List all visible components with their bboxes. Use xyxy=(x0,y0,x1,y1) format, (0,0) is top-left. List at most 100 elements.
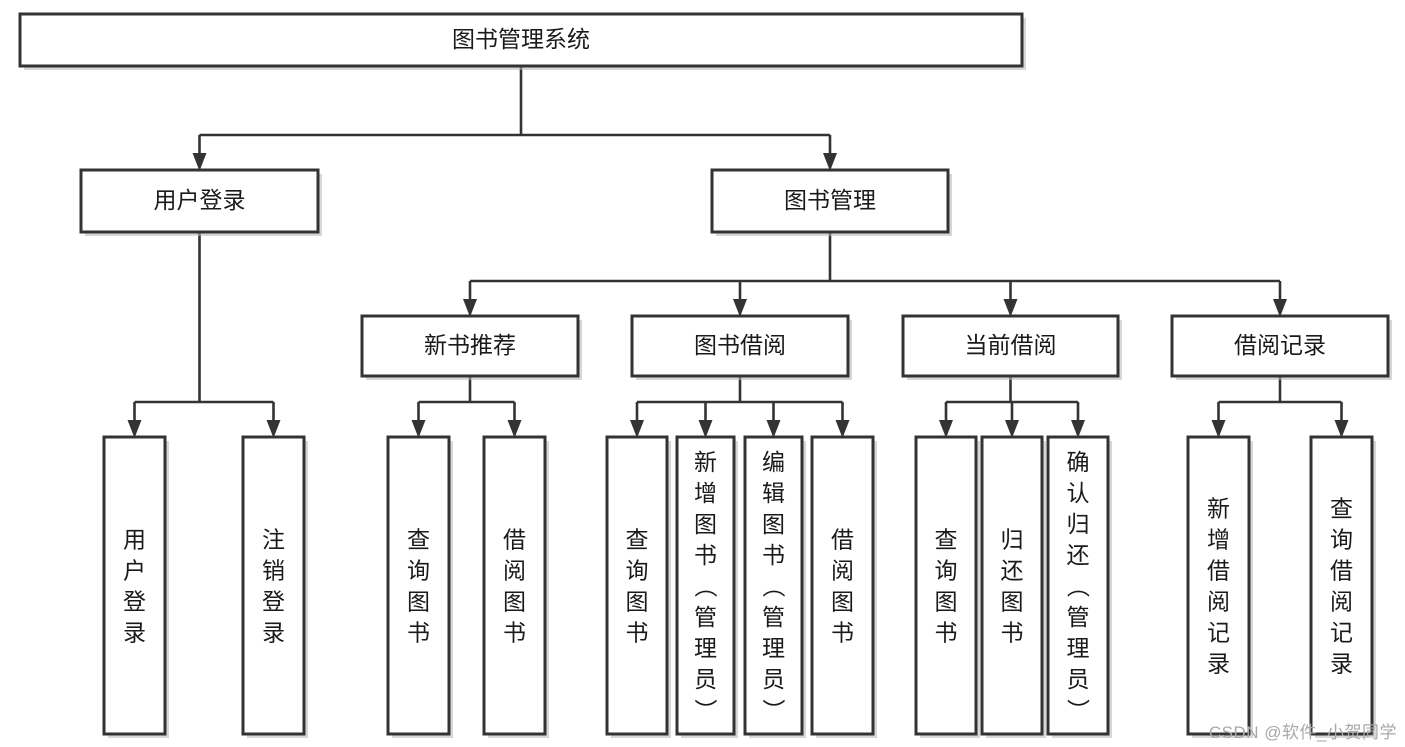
node-newbook[interactable]: 新书推荐 xyxy=(360,314,582,380)
arrow-head-icon xyxy=(1273,299,1287,317)
node-label-char: 书 xyxy=(762,542,785,568)
node-box[interactable] xyxy=(241,435,306,736)
node-leaf-user-login[interactable]: 用户登录 xyxy=(102,435,169,738)
node-box[interactable] xyxy=(79,168,320,234)
node-label-char: 书 xyxy=(831,620,854,646)
node-label-char: 询 xyxy=(935,558,958,584)
arrow-head-icon xyxy=(266,420,281,438)
node-label-char: 图 xyxy=(1001,589,1024,615)
node-label-char: 询 xyxy=(1330,527,1353,553)
node-box[interactable] xyxy=(1046,435,1110,736)
node-label-char: 管 xyxy=(762,604,785,630)
node-label: 借阅记录 xyxy=(1234,332,1326,358)
node-box[interactable] xyxy=(1309,435,1374,736)
node-label-char: 登 xyxy=(123,589,146,615)
node-borrow[interactable]: 图书借阅 xyxy=(630,314,852,380)
node-label-char: （ xyxy=(761,575,787,598)
node-label-char: 录 xyxy=(1207,651,1230,677)
node-label: 用户登录 xyxy=(154,187,246,213)
node-label-char: 图 xyxy=(407,589,430,615)
node-bookmgmt[interactable]: 图书管理 xyxy=(710,168,952,236)
node-root[interactable]: 图书管理系统 xyxy=(18,12,1026,70)
arrow-head-icon xyxy=(823,153,837,171)
node-label-char: 书 xyxy=(503,620,526,646)
node-box[interactable] xyxy=(605,435,669,736)
node-box[interactable] xyxy=(810,435,875,736)
node-box[interactable] xyxy=(1186,435,1251,736)
arrow-head-icon xyxy=(1005,420,1019,438)
node-label-char: 阅 xyxy=(831,558,854,584)
arrow-head-icon xyxy=(630,420,644,438)
node-login[interactable]: 用户登录 xyxy=(79,168,322,236)
arrow-head-icon xyxy=(1071,420,1085,438)
arrow-head-icon xyxy=(1211,420,1226,438)
node-label-char: 阅 xyxy=(1330,589,1353,615)
node-current[interactable]: 当前借阅 xyxy=(901,314,1122,380)
node-label-char: 归 xyxy=(1067,511,1090,537)
node-label-char: 认 xyxy=(1067,480,1090,506)
node-label-char: 书 xyxy=(935,620,958,646)
arrow-head-icon xyxy=(411,420,426,438)
node-label-char: 图 xyxy=(626,589,649,615)
node-box[interactable] xyxy=(675,435,736,736)
node-label-char: 员 xyxy=(1067,666,1090,692)
node-records[interactable]: 借阅记录 xyxy=(1170,314,1392,380)
node-box[interactable] xyxy=(914,435,978,736)
node-label-char: （ xyxy=(693,575,719,598)
node-box[interactable] xyxy=(630,314,850,378)
node-label-char: 查 xyxy=(626,527,649,553)
node-box[interactable] xyxy=(1170,314,1390,378)
node-label-char: 录 xyxy=(262,620,285,646)
node-layer: 图书管理系统用户登录图书管理新书推荐图书借阅当前借阅借阅记录用户登录注销登录查询… xyxy=(18,12,1392,738)
node-label-char: 借 xyxy=(831,527,854,553)
arrow-head-icon xyxy=(192,153,207,171)
node-label-char: 查 xyxy=(1330,496,1353,522)
node-box[interactable] xyxy=(980,435,1044,736)
node-label-char: 理 xyxy=(762,635,785,661)
node-label-char: 询 xyxy=(407,558,430,584)
connector-group xyxy=(1211,376,1349,438)
node-box[interactable] xyxy=(743,435,804,736)
node-box[interactable] xyxy=(901,314,1120,378)
node-box[interactable] xyxy=(102,435,167,736)
connector-group xyxy=(192,66,837,171)
node-label-char: 员 xyxy=(762,666,785,692)
arrow-head-icon xyxy=(766,420,781,438)
node-label-char: 借 xyxy=(1330,558,1353,584)
node-box[interactable] xyxy=(710,168,950,234)
node-box[interactable] xyxy=(360,314,580,378)
node-label-char: 辑 xyxy=(762,480,785,506)
node-box[interactable] xyxy=(482,435,547,736)
node-box[interactable] xyxy=(18,12,1024,68)
node-label-char: 增 xyxy=(694,480,717,506)
node-label-char: ） xyxy=(693,699,719,722)
node-box[interactable] xyxy=(386,435,451,736)
connector-group xyxy=(411,376,522,438)
arrow-head-icon xyxy=(939,420,953,438)
node-label-char: ） xyxy=(761,699,787,722)
watermark-text: CSDN @软件_小贺同学 xyxy=(1208,723,1397,742)
